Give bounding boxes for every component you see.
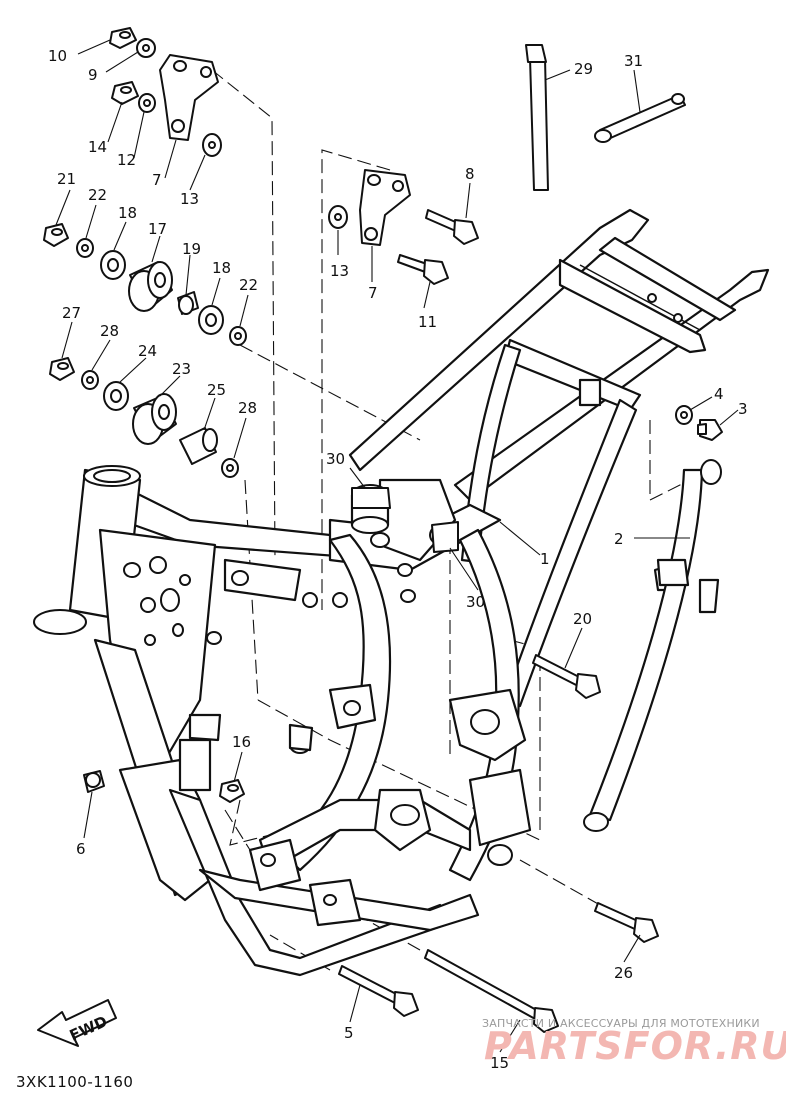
callout-13-right: 13 xyxy=(330,262,349,280)
callout-14: 14 xyxy=(88,138,107,156)
callout-25: 25 xyxy=(207,381,226,399)
callout-6: 6 xyxy=(76,840,86,858)
diagram-code: 3XK1100-1160 xyxy=(16,1073,134,1091)
callout-18-lower: 18 xyxy=(212,259,231,277)
engine-bracket-upper-right xyxy=(359,169,411,246)
watermark-caption: ЗАПЧАСТИ И АКСЕССУАРЫ ДЛЯ МОТОТЕХНИКИ xyxy=(482,1017,760,1030)
callout-26: 26 xyxy=(614,964,633,982)
callout-2: 2 xyxy=(614,530,624,548)
callout-17: 17 xyxy=(148,220,167,238)
callout-18-upper: 18 xyxy=(118,204,137,222)
callout-11: 11 xyxy=(418,313,437,331)
callout-28-lower: 28 xyxy=(238,399,257,417)
callout-20: 20 xyxy=(573,610,592,628)
callout-22-lower: 22 xyxy=(239,276,258,294)
callout-19: 19 xyxy=(182,240,201,258)
callout-28-upper: 28 xyxy=(100,322,119,340)
hardware xyxy=(43,27,723,1033)
callout-21: 21 xyxy=(57,170,76,188)
callout-1: 1 xyxy=(540,550,550,568)
callout-23: 23 xyxy=(172,360,191,378)
callout-10: 10 xyxy=(48,47,67,65)
leader-lines xyxy=(55,39,739,1053)
callout-13-upper: 13 xyxy=(180,190,199,208)
callout-31: 31 xyxy=(624,52,643,70)
callout-9: 9 xyxy=(88,66,98,84)
callout-12: 12 xyxy=(117,151,136,169)
watermark-logo: PARTSFOR.RU xyxy=(484,1024,786,1068)
callout-4: 4 xyxy=(714,385,724,403)
callout-7-upper: 7 xyxy=(152,171,162,189)
callout-27: 27 xyxy=(62,304,81,322)
rear-frame-stay xyxy=(583,459,722,832)
callout-24: 24 xyxy=(138,342,157,360)
callout-29: 29 xyxy=(574,60,593,78)
engine-bracket-upper-left xyxy=(159,54,219,141)
callout-22-upper: 22 xyxy=(88,186,107,204)
callout-15: 15 xyxy=(490,1054,509,1072)
fwd-arrow-icon: FWD xyxy=(37,999,117,1047)
callout-16: 16 xyxy=(232,733,251,751)
main-frame xyxy=(33,208,770,977)
callout-labels: 10 9 14 12 7 13 21 22 18 17 19 18 22 27 … xyxy=(48,47,748,1072)
callout-5: 5 xyxy=(344,1024,354,1042)
callout-3: 3 xyxy=(738,400,748,418)
callout-8: 8 xyxy=(465,165,475,183)
callout-7-right: 7 xyxy=(368,284,378,302)
callout-30-lower: 30 xyxy=(466,593,485,611)
callout-30-upper: 30 xyxy=(326,450,345,468)
